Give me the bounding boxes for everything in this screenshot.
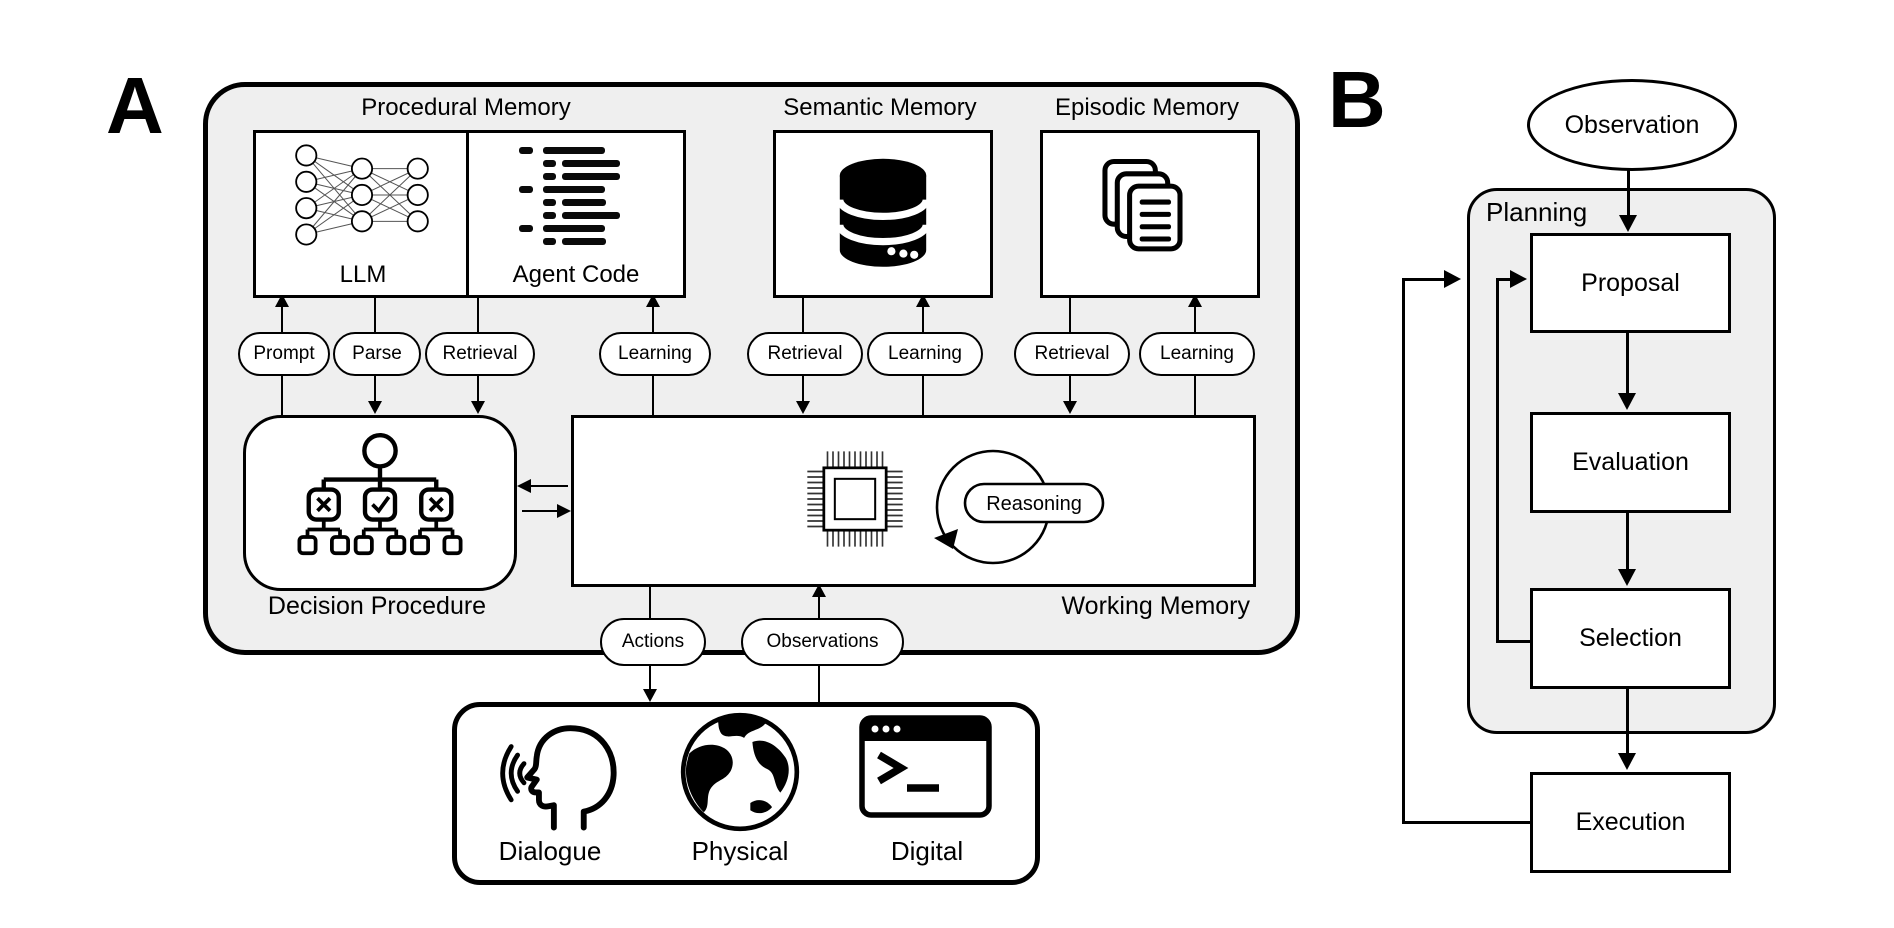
decision-to-wm-arrowhead [557, 504, 571, 518]
proposal-box: Proposal [1530, 233, 1731, 333]
decision-tree-icon [297, 432, 463, 556]
reasoning-loop-arrowhead [934, 529, 958, 549]
terminal-window-icon [859, 715, 992, 818]
observation-ellipse: Observation [1527, 79, 1737, 171]
execution-box: Execution [1530, 772, 1731, 873]
retrieval-pill: Retrieval [1014, 332, 1130, 376]
speaking-head-icon [500, 725, 617, 831]
actions-line-lower [649, 660, 651, 690]
reasoning-label: Reasoning [986, 493, 1082, 515]
inner-loop-arrowhead [1510, 270, 1527, 288]
inner-loop-vertical-line [1496, 279, 1499, 642]
outer-loop-arrowhead [1444, 270, 1461, 288]
panel-b-label: B [1328, 55, 1386, 144]
wm-to-decision-arrowhead [517, 479, 531, 493]
procedural-memory-title: Procedural Memory [361, 94, 571, 121]
semantic-memory-box [773, 130, 993, 298]
retrieval-arrowhead-down [471, 401, 485, 414]
decision-procedure-box [243, 415, 517, 591]
evaluation-to-selection-line [1626, 509, 1629, 571]
retrieval-arrowhead-down [1063, 401, 1077, 414]
selection-label: Selection [1579, 624, 1682, 652]
neural-network-icon [295, 144, 429, 246]
observations-line-lower [818, 660, 820, 703]
outer-loop-top-line [1402, 278, 1446, 281]
llm-label: LLM [339, 261, 387, 288]
proposal-to-evaluation-line [1626, 329, 1629, 395]
inner-loop-top-line [1496, 278, 1512, 281]
planning-label: Planning [1486, 197, 1588, 227]
panel-a-label: A [106, 61, 164, 150]
globe-icon [680, 712, 800, 832]
observations-arrowhead-up [812, 584, 826, 597]
llm-box: LLM [253, 130, 473, 298]
learning-pill: Learning [599, 332, 711, 376]
inner-loop-bottom-line [1496, 640, 1530, 643]
evaluation-box: Evaluation [1530, 412, 1731, 513]
actions-pill: Actions [600, 618, 706, 666]
learning-pill: Learning [867, 332, 983, 376]
outer-loop-vertical-line [1402, 279, 1405, 823]
actions-arrowhead-down [643, 689, 657, 702]
dialogue-label: Dialogue [498, 836, 602, 866]
agent-code-label: Agent Code [512, 261, 640, 288]
learning-pill: Learning [1139, 332, 1255, 376]
decision-procedure-label: Decision Procedure [267, 592, 487, 620]
semantic-memory-title: Semantic Memory [783, 94, 977, 121]
proposal-label: Proposal [1581, 268, 1680, 297]
working-memory-box [571, 415, 1256, 587]
working-memory-label: Working Memory [1061, 592, 1250, 620]
reasoning-loop: Reasoning [934, 449, 1105, 565]
prompt-pill: Prompt [238, 332, 330, 376]
retrieval-pill: Retrieval [747, 332, 863, 376]
agent-code-box: Agent Code [466, 130, 686, 298]
reasoning-pill [963, 482, 1105, 524]
evaluation-label: Evaluation [1572, 448, 1689, 476]
episodic-memory-title: Episodic Memory [1054, 94, 1240, 121]
observation-arrow-line [1627, 167, 1630, 217]
digital-label: Digital [890, 836, 964, 866]
evaluation-to-selection-arrowhead [1618, 569, 1636, 586]
proposal-to-evaluation-arrowhead [1618, 393, 1636, 410]
stacked-documents-icon [1102, 158, 1183, 252]
selection-to-execution-arrowhead [1618, 753, 1636, 770]
actions-line-upper [649, 581, 651, 620]
observation-label: Observation [1564, 110, 1700, 139]
selection-to-execution-line [1626, 685, 1629, 753]
parse-arrowhead-down [368, 401, 382, 414]
database-icon [836, 158, 930, 267]
decision-to-wm-line [522, 510, 560, 512]
observation-arrowhead [1619, 215, 1637, 232]
observations-pill: Observations [741, 618, 904, 666]
retrieval-pill: Retrieval [425, 332, 535, 376]
observations-line-upper [818, 596, 820, 620]
wm-to-decision-line [530, 485, 568, 487]
physical-label: Physical [691, 836, 789, 866]
outer-loop-bottom-line [1402, 821, 1530, 824]
parse-pill: Parse [333, 332, 421, 376]
retrieval-arrowhead-down [796, 401, 810, 414]
cpu-chip-icon [807, 451, 903, 547]
execution-label: Execution [1575, 808, 1686, 836]
episodic-memory-box [1040, 130, 1260, 298]
selection-box: Selection [1530, 588, 1731, 689]
code-lines-icon [519, 147, 620, 245]
